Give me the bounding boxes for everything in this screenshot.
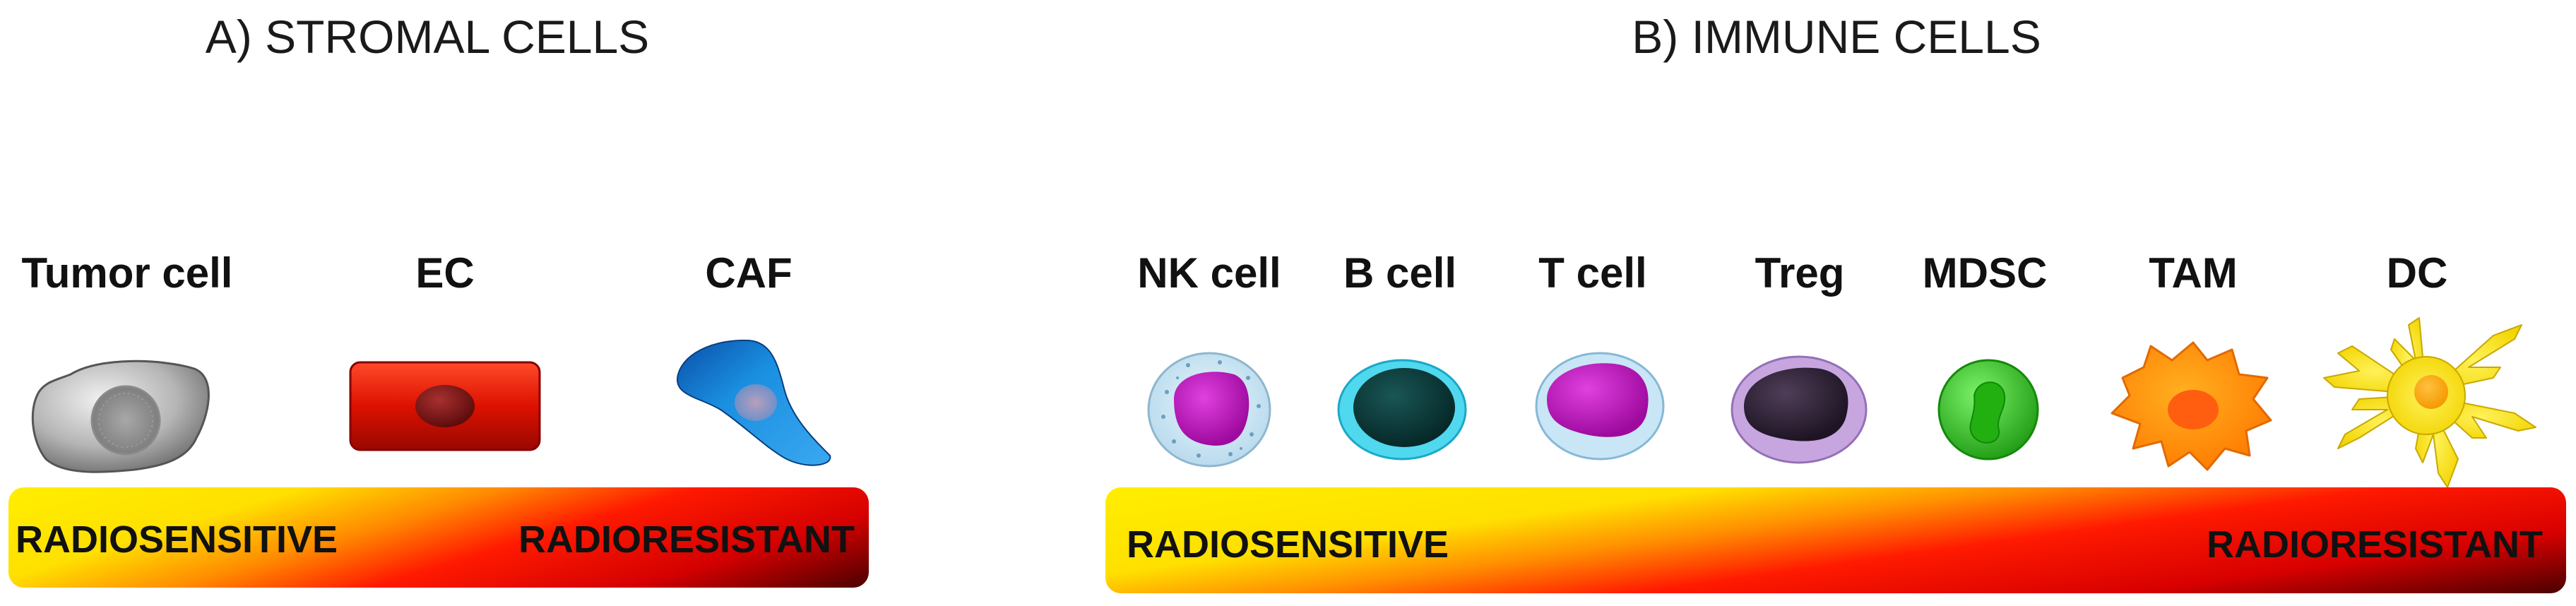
immune-radioresistant-label: RADIORESISTANT xyxy=(2207,523,2544,566)
nk-cell-icon xyxy=(1147,352,1271,468)
immune-radiosensitive-label: RADIOSENSITIVE xyxy=(1127,523,1449,566)
ec-icon xyxy=(349,361,541,451)
label-nk-cell: NK cell xyxy=(1137,249,1281,297)
label-mdsc: MDSC xyxy=(1922,249,2048,297)
immune-radiosensitivity-scale xyxy=(1105,487,2566,593)
mdsc-icon xyxy=(1937,359,2039,461)
panel-title-stromal: A) STROMAL CELLS xyxy=(205,11,650,63)
t-cell-icon xyxy=(1535,352,1665,461)
label-ec: EC xyxy=(415,249,475,297)
label-treg: Treg xyxy=(1755,249,1845,297)
b-cell-icon xyxy=(1337,359,1467,461)
label-b-cell: B cell xyxy=(1343,249,1457,297)
label-tumor-cell: Tumor cell xyxy=(21,249,233,297)
label-tam: TAM xyxy=(2149,249,2238,297)
dc-icon xyxy=(2323,317,2536,488)
tumor-cell-icon xyxy=(31,360,210,473)
treg-icon xyxy=(1731,355,1868,464)
label-dc: DC xyxy=(2386,249,2448,297)
tam-icon xyxy=(2111,341,2272,471)
stromal-radioresistant-label: RADIORESISTANT xyxy=(518,518,855,561)
stromal-radiosensitive-label: RADIOSENSITIVE xyxy=(16,518,338,561)
stromal-radiosensitivity-scale xyxy=(8,487,869,588)
panel-title-immune: B) IMMUNE CELLS xyxy=(1632,11,2041,63)
label-t-cell: T cell xyxy=(1538,249,1647,297)
caf-icon xyxy=(676,339,831,466)
label-caf: CAF xyxy=(705,249,793,297)
